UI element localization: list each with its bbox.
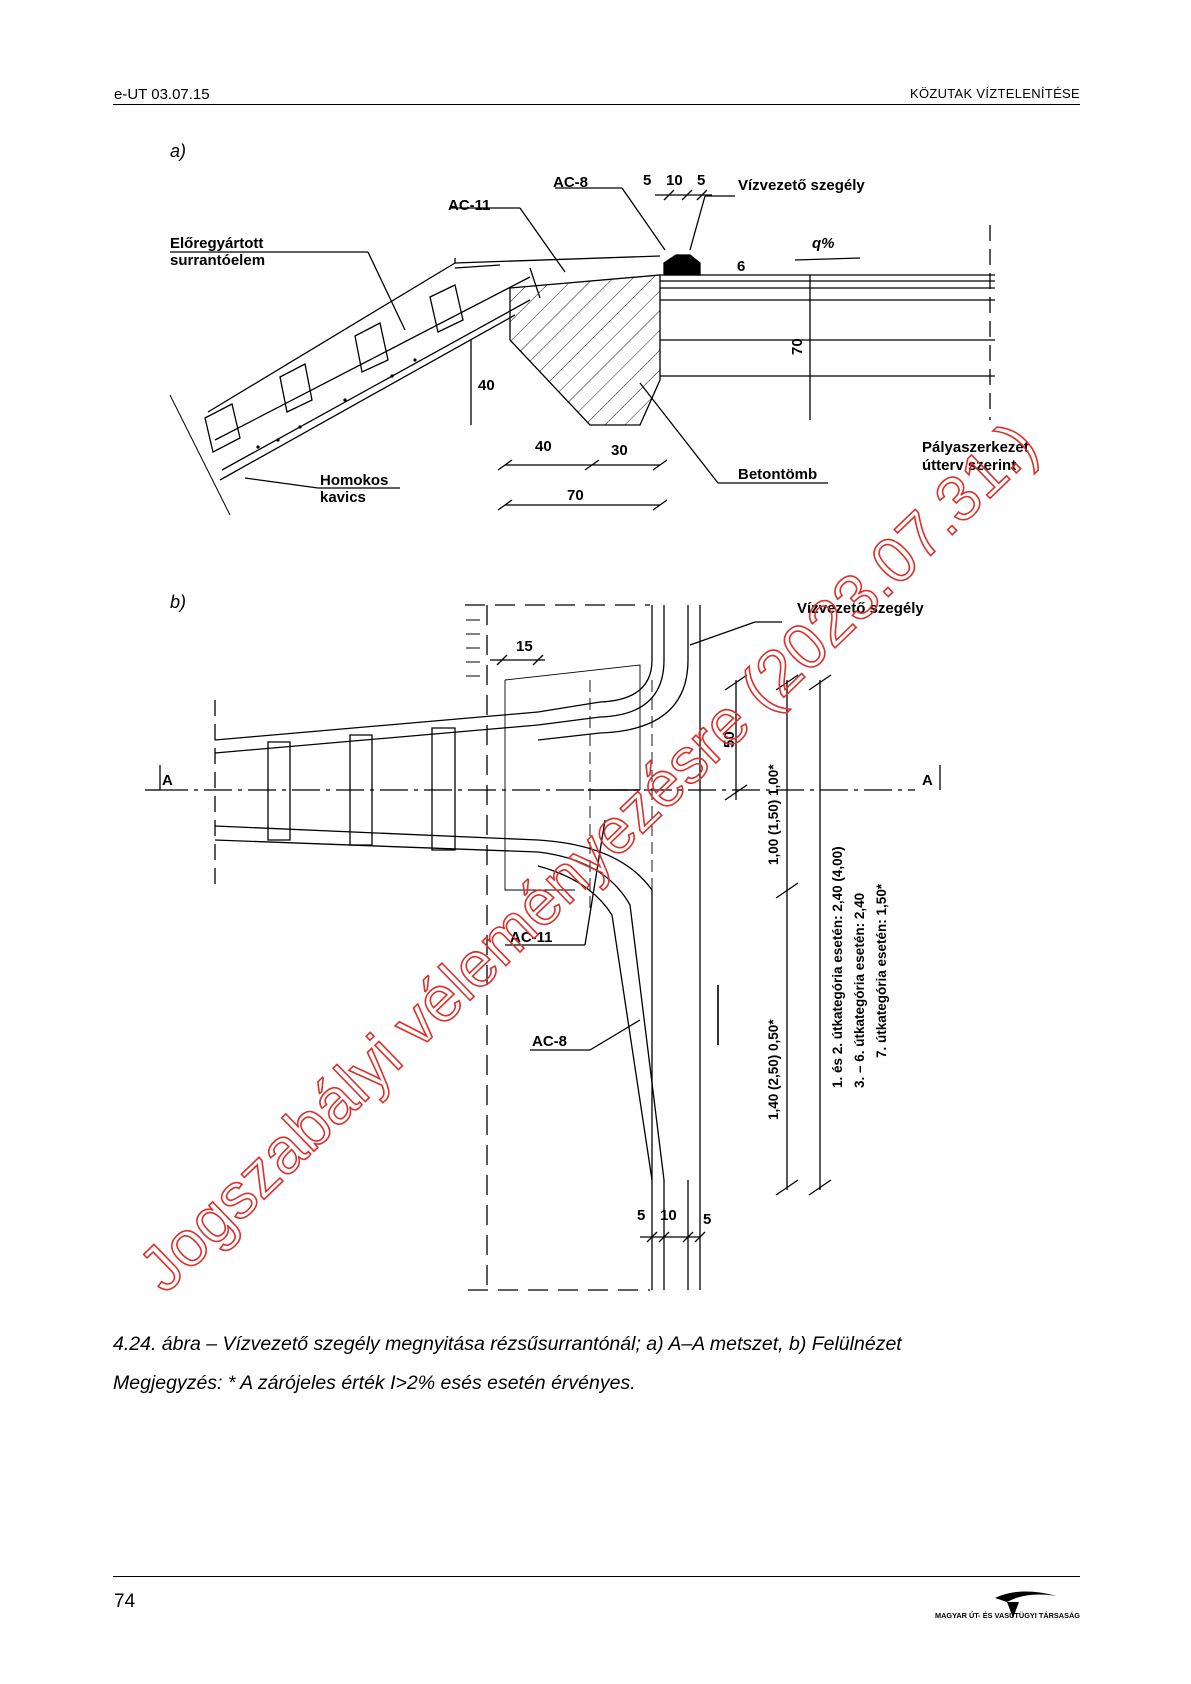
dim-b-lower-len: 1,40 (2,50) 0,50* [766, 1019, 781, 1120]
caption-line-1: 4.24. ábra – Vízvezető szegély megnyitás… [113, 1333, 902, 1355]
caption-note: Megjegyzés: * A zárójeles érték I>2% esé… [113, 1372, 636, 1394]
label-a-concrete: Betontömb [738, 466, 817, 483]
label-b-ac8: AC-8 [532, 1033, 567, 1050]
label-a-ac8: AC-8 [553, 174, 588, 191]
label-a-gravel-2: kavics [320, 489, 366, 506]
watermark: Jogszabályi véleményezésre (2023.07.31.) [125, 408, 1050, 1305]
label-a-curb: Vízvezető szegély [738, 177, 865, 194]
label-b-ac11: AC-11 [510, 929, 553, 946]
publisher-logo-text: MAGYAR ÚT- ÉS VASÚTÜGYI TÁRSASÁG [935, 1611, 1080, 1620]
dim-b-bottom-5b: 5 [703, 1211, 711, 1228]
dim-b-cat1: 1. és 2. útkategória esetén: 2,40 (4,00) [830, 846, 845, 1088]
label-a-prefab-2: surrantóelem [170, 252, 265, 269]
dim-b-50: 50 [721, 731, 738, 748]
dim-a-70: 70 [567, 487, 584, 504]
label-a-pavement-2: útterv szerint [922, 457, 1016, 474]
label-a-pavement-1: Pályaszerkezet [922, 439, 1029, 456]
dim-a-30: 30 [611, 442, 628, 459]
label-a-ac11: AC-11 [448, 197, 491, 214]
dim-b-cat3: 7. útkategória esetén: 1,50* [874, 883, 889, 1058]
label-b-section-left: A [162, 772, 173, 789]
dim-b-upper-len: 1,00 (1,50) 1,00* [766, 764, 781, 865]
part-a-label: a) [170, 141, 186, 161]
label-b-curb: Vízvezető szegély [797, 600, 924, 617]
header-divider [113, 104, 1080, 105]
dim-a-40-vertical: 40 [478, 377, 495, 394]
publisher-logo: MAGYAR ÚT- ÉS VASÚTÜGYI TÁRSASÁG [935, 1591, 1080, 1620]
dim-a-70-vertical: 70 [789, 338, 806, 355]
dim-b-15: 15 [516, 638, 533, 655]
dim-a-top-5a: 5 [643, 172, 651, 189]
dim-a-top-10: 10 [666, 172, 683, 189]
dim-b-cat2: 3. – 6. útkategória esetén: 2,40 [852, 893, 867, 1088]
dim-b-bottom-10: 10 [660, 1207, 677, 1224]
dim-a-top-5b: 5 [697, 172, 705, 189]
figure-caption: 4.24. ábra – Vízvezető szegély megnyitás… [113, 1325, 902, 1403]
label-a-prefab-1: Előregyártott [170, 235, 263, 252]
label-a-slope: q% [812, 235, 835, 252]
plan-b-drawing: b) [145, 592, 941, 1291]
label-a-gravel-1: Homokos [320, 472, 388, 489]
label-b-section-right: A [922, 772, 933, 789]
dim-b-bottom-5a: 5 [637, 1207, 645, 1224]
footer-divider [113, 1576, 1080, 1577]
dim-a-6: 6 [737, 258, 745, 275]
dim-a-40: 40 [535, 438, 552, 455]
header-chapter-title: KÖZUTAK VÍZTELENÍTÉSE [909, 86, 1080, 101]
page-number: 74 [114, 1591, 136, 1612]
part-b-label: b) [170, 592, 186, 612]
header-doc-code: e-UT 03.07.15 [114, 86, 210, 103]
section-a-drawing: a) [169, 141, 995, 516]
